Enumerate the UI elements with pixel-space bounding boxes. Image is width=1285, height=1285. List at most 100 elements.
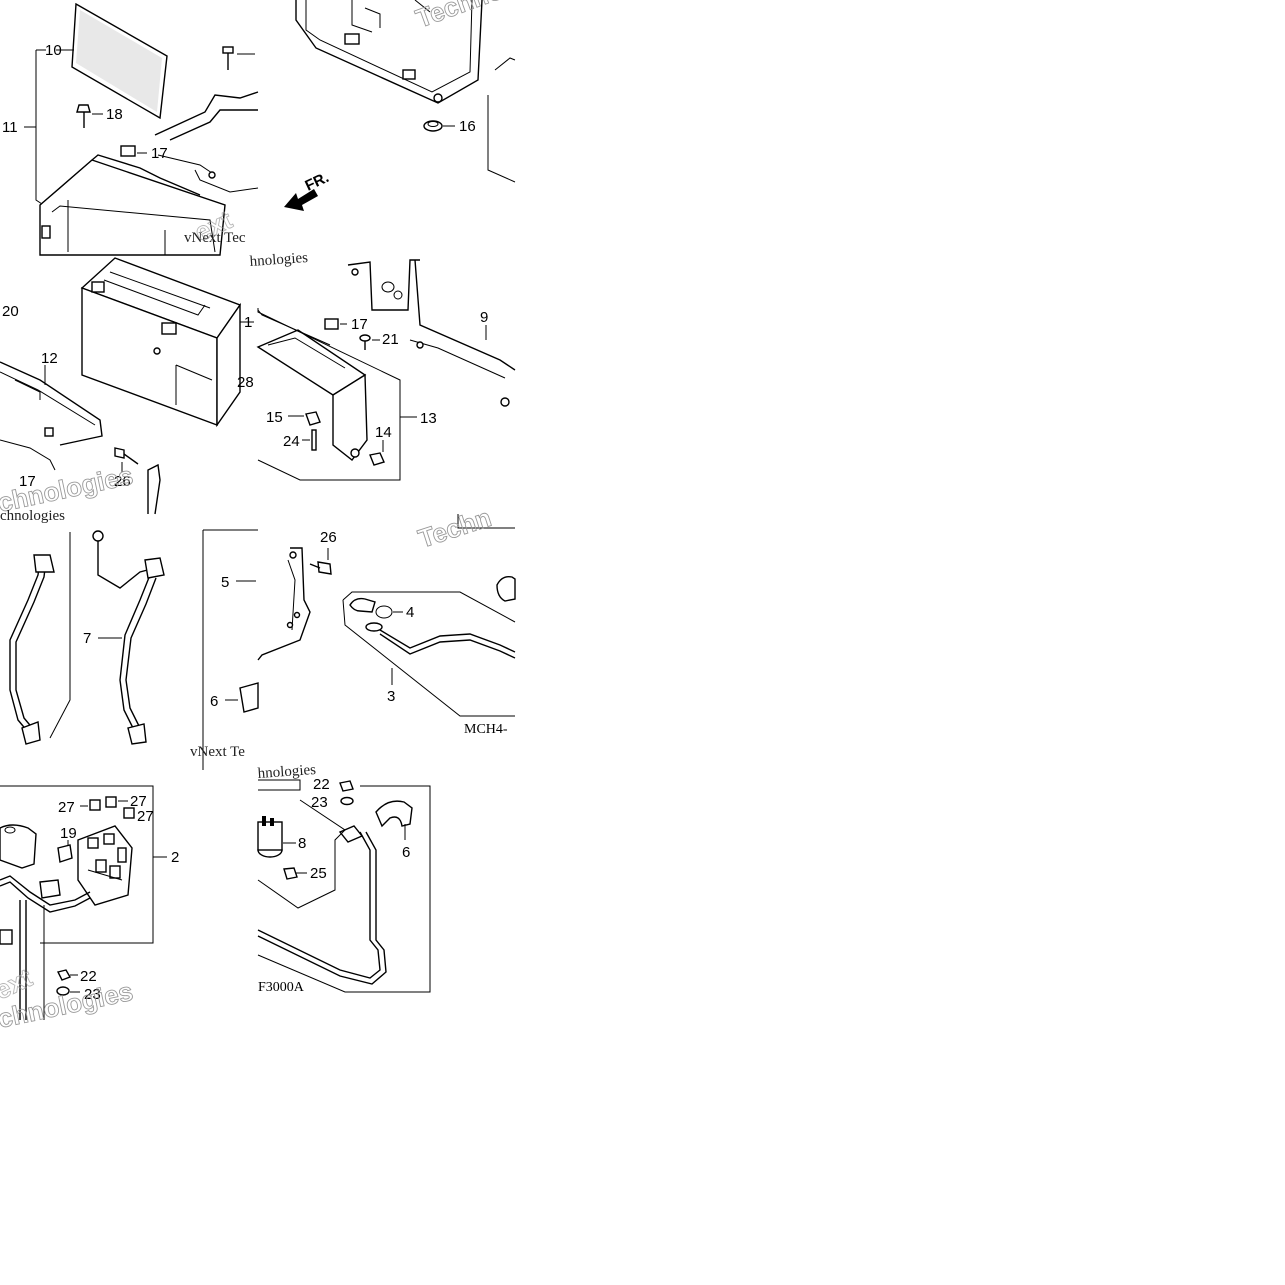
bracket-9 [347, 259, 516, 407]
callout-22: 22 [313, 776, 330, 793]
callout-27: 27 [58, 799, 75, 816]
callout-28: 28 [237, 374, 254, 391]
frame-left [49, 532, 71, 739]
bolt-26-b [309, 548, 332, 575]
battery-cover-plate [71, 2, 168, 120]
washer-23 [56, 986, 80, 996]
callout-25: 25 [310, 865, 327, 882]
front-arrow-icon: FR. [284, 169, 332, 211]
cable-7 [92, 530, 165, 745]
frame-2 [0, 785, 154, 944]
strap-bottom [147, 463, 161, 515]
frame-8 [258, 779, 301, 791]
bolt-26 [114, 447, 139, 472]
panel-cables: 7 [9, 529, 258, 770]
callout-17: 17 [19, 473, 36, 490]
terminal-4 [349, 597, 403, 619]
cover-6 [225, 682, 259, 713]
callout-26: 26 [114, 473, 131, 490]
box-housing [295, 0, 483, 104]
fuses-27 [80, 796, 135, 819]
watermark: Techn [415, 502, 495, 554]
panel-harness: 27 27 27 19 2 22 23 [0, 785, 179, 1020]
bracket-5 [236, 547, 311, 661]
drawing-code-b: F3000A [258, 980, 305, 995]
bolt-14 [369, 440, 385, 466]
callout-6: 6 [210, 693, 218, 710]
callout-15: 15 [266, 409, 283, 426]
front-arrow-label: FR. [303, 169, 332, 195]
panel-battery-box: FR. 10 11 18 17 [2, 2, 332, 256]
callout-2: 2 [171, 849, 179, 866]
callout-16: 16 [459, 118, 476, 135]
callout-6: 6 [402, 844, 410, 861]
callout-27: 27 [130, 793, 147, 810]
frame-3 [342, 599, 515, 717]
callout-20: 20 [2, 303, 19, 320]
clip-17-top [120, 145, 147, 157]
fuse-box [77, 825, 133, 906]
grommet-16 [423, 120, 455, 132]
watermark: chnologies [0, 508, 65, 524]
callout-5: 5 [221, 574, 229, 591]
callout-11: 11 [2, 119, 18, 136]
watermark: hnologies [257, 762, 316, 782]
harness-2 [0, 875, 91, 1020]
callout-24: 24 [283, 433, 300, 450]
watermarks: Techno vNext Tec ext hnologies chnologie… [0, 0, 508, 1034]
callout-19: 19 [60, 825, 77, 842]
callout-27: 27 [137, 808, 154, 825]
nut-22-b [339, 780, 354, 792]
callout-10: 10 [45, 42, 62, 59]
callout-4: 4 [406, 604, 414, 621]
callout-3: 3 [387, 688, 395, 705]
callout-1: 1 [244, 314, 252, 331]
callout-23: 23 [84, 986, 101, 1003]
cable-3 [365, 622, 516, 659]
side-bracket [487, 95, 516, 183]
bracket-13 [256, 309, 368, 461]
bolt-21 [359, 334, 380, 350]
bolt-18 [76, 104, 103, 128]
callout-23: 23 [311, 794, 328, 811]
battery-1 [80, 257, 254, 428]
callout-26: 26 [320, 529, 337, 546]
cover-top [0, 824, 37, 869]
watermark: Techno [412, 0, 507, 34]
callout-14: 14 [375, 424, 392, 441]
watermark: vNext Tec [184, 230, 246, 246]
panel-bracket: 17 21 9 13 15 24 14 28 [237, 259, 516, 481]
panel-cable-3: 26 5 4 3 6 MCH4- [210, 514, 516, 737]
nut-22 [56, 969, 78, 981]
starter-relay-8 [257, 816, 296, 858]
callout-13: 13 [420, 410, 437, 427]
callout-22: 22 [80, 968, 97, 985]
panel-battery: 1 20 12 17 26 [0, 257, 254, 515]
callout-17: 17 [151, 145, 168, 162]
watermark: hnologies [249, 250, 308, 270]
leader-11 [35, 50, 43, 205]
tray-12 [0, 361, 103, 471]
watermark: vNext Te [190, 744, 245, 760]
upper-bracket [154, 91, 259, 193]
callout-12: 12 [41, 350, 58, 367]
callout-8: 8 [298, 835, 306, 852]
bolt-top [222, 46, 255, 70]
pin-24 [302, 429, 317, 451]
cable-left [9, 554, 55, 745]
relay-19 [57, 840, 73, 863]
callout-7: 7 [83, 630, 91, 647]
nut-15 [288, 411, 321, 426]
battery-box-tray [39, 154, 226, 256]
part-edge [496, 575, 516, 602]
washer-23-b [340, 796, 354, 806]
callout-9: 9 [480, 309, 488, 326]
callout-21: 21 [382, 331, 399, 348]
panel-top-right: 16 [295, 0, 516, 183]
callout-18: 18 [106, 106, 123, 123]
bolt-25 [283, 867, 307, 880]
clip-17 [324, 318, 347, 330]
callout-17: 17 [351, 316, 368, 333]
cover-6-b [375, 800, 413, 840]
